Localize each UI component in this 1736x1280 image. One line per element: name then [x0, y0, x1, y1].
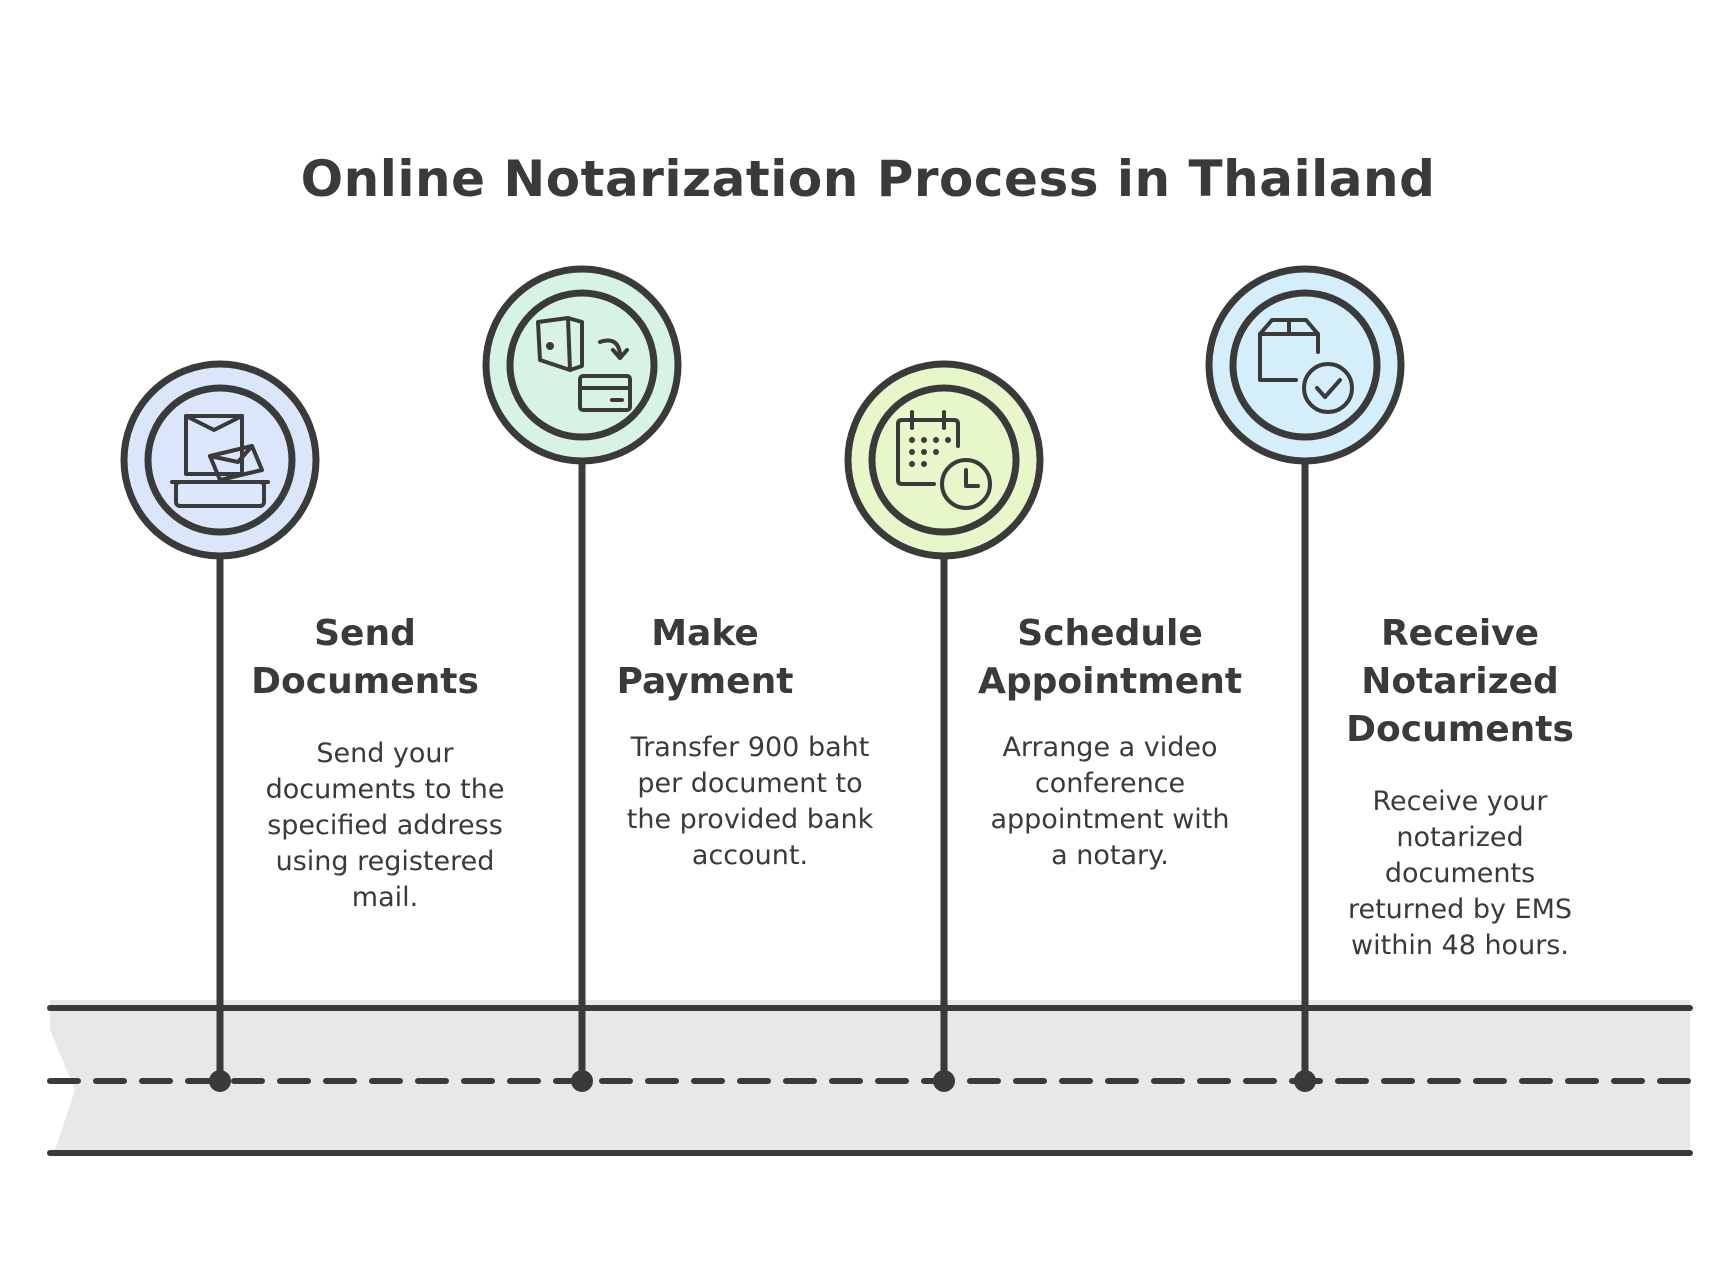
step-1-description: Send your documents to the specified add… — [265, 738, 505, 913]
step-2-title: Make Payment — [616, 613, 794, 702]
step-4-description: Receive your notarized documents returne… — [1347, 786, 1573, 961]
step-3-title: Schedule Appointment — [977, 613, 1243, 702]
step-3-description: Arrange a video conference appointment w… — [990, 732, 1230, 871]
diagram-title: Online Notarization Process in Thailand — [300, 150, 1436, 208]
calendar-clock-icon — [896, 410, 992, 510]
bank-transfer-icon — [536, 316, 632, 412]
step-1-title: Send Documents — [251, 613, 479, 702]
step-4-marker — [1205, 265, 1405, 1092]
step-1-node — [209, 1070, 231, 1092]
step-2-node — [571, 1070, 593, 1092]
step-2-description: Transfer 900 baht per document to the pr… — [626, 732, 874, 871]
step-4-title: Receive Notarized Documents — [1346, 613, 1574, 750]
step-2-marker — [482, 265, 682, 1092]
package-check-icon — [1258, 318, 1354, 414]
road-band — [50, 1000, 1690, 1150]
step-3-node — [933, 1070, 955, 1092]
step-1-marker — [120, 360, 320, 1092]
step-4-node — [1294, 1070, 1316, 1092]
mail-package-icon — [170, 414, 270, 508]
step-3-marker — [844, 360, 1044, 1092]
